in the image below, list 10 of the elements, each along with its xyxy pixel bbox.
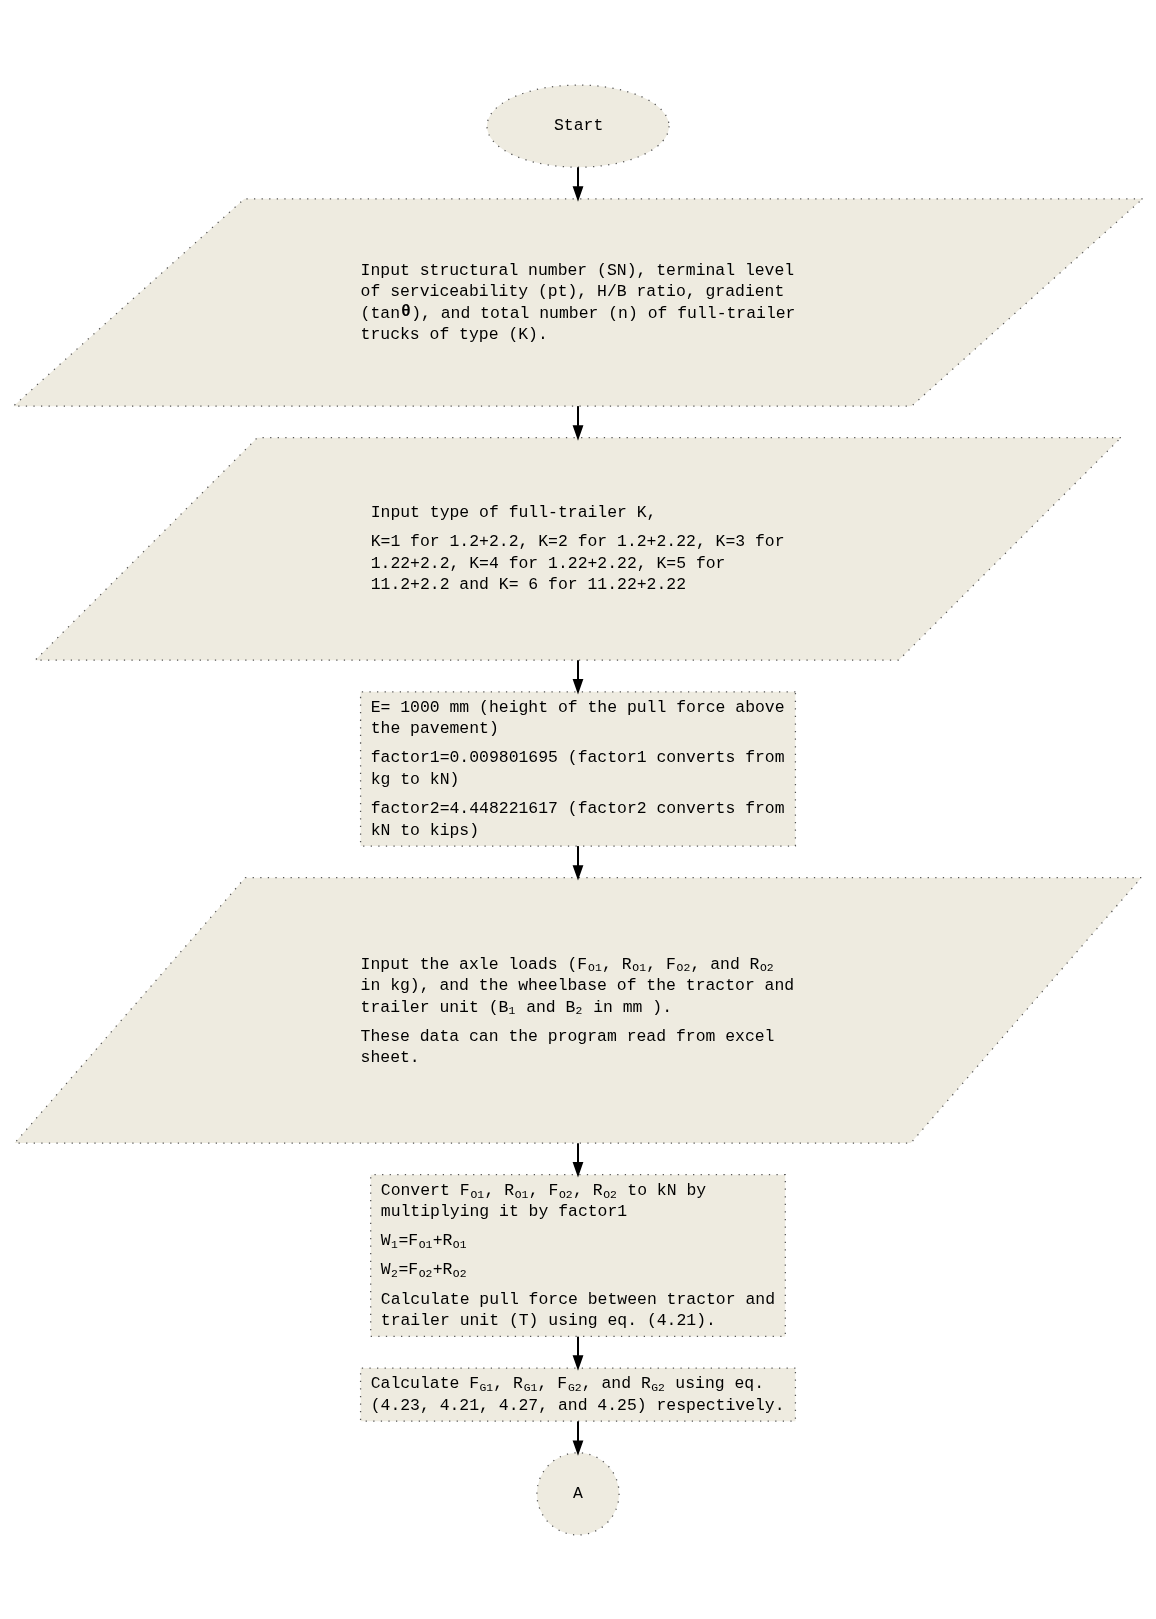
node-ellipse: Start (486, 83, 670, 168)
arrow (572, 166, 584, 202)
arrow (572, 845, 584, 881)
arrow (572, 659, 584, 694)
node-circle: A (536, 1451, 620, 1536)
arrow (572, 1142, 584, 1177)
node-box: E= 1000 mm (height of the pull force above the pavement) factor1=0.009801695 (factor1 converts from kg to kN) factor2=4.448221617 (factor2 converts from kN to kips) (359, 690, 797, 847)
arrow (572, 405, 584, 441)
arrow (572, 1336, 584, 1371)
arrow (572, 1420, 584, 1456)
